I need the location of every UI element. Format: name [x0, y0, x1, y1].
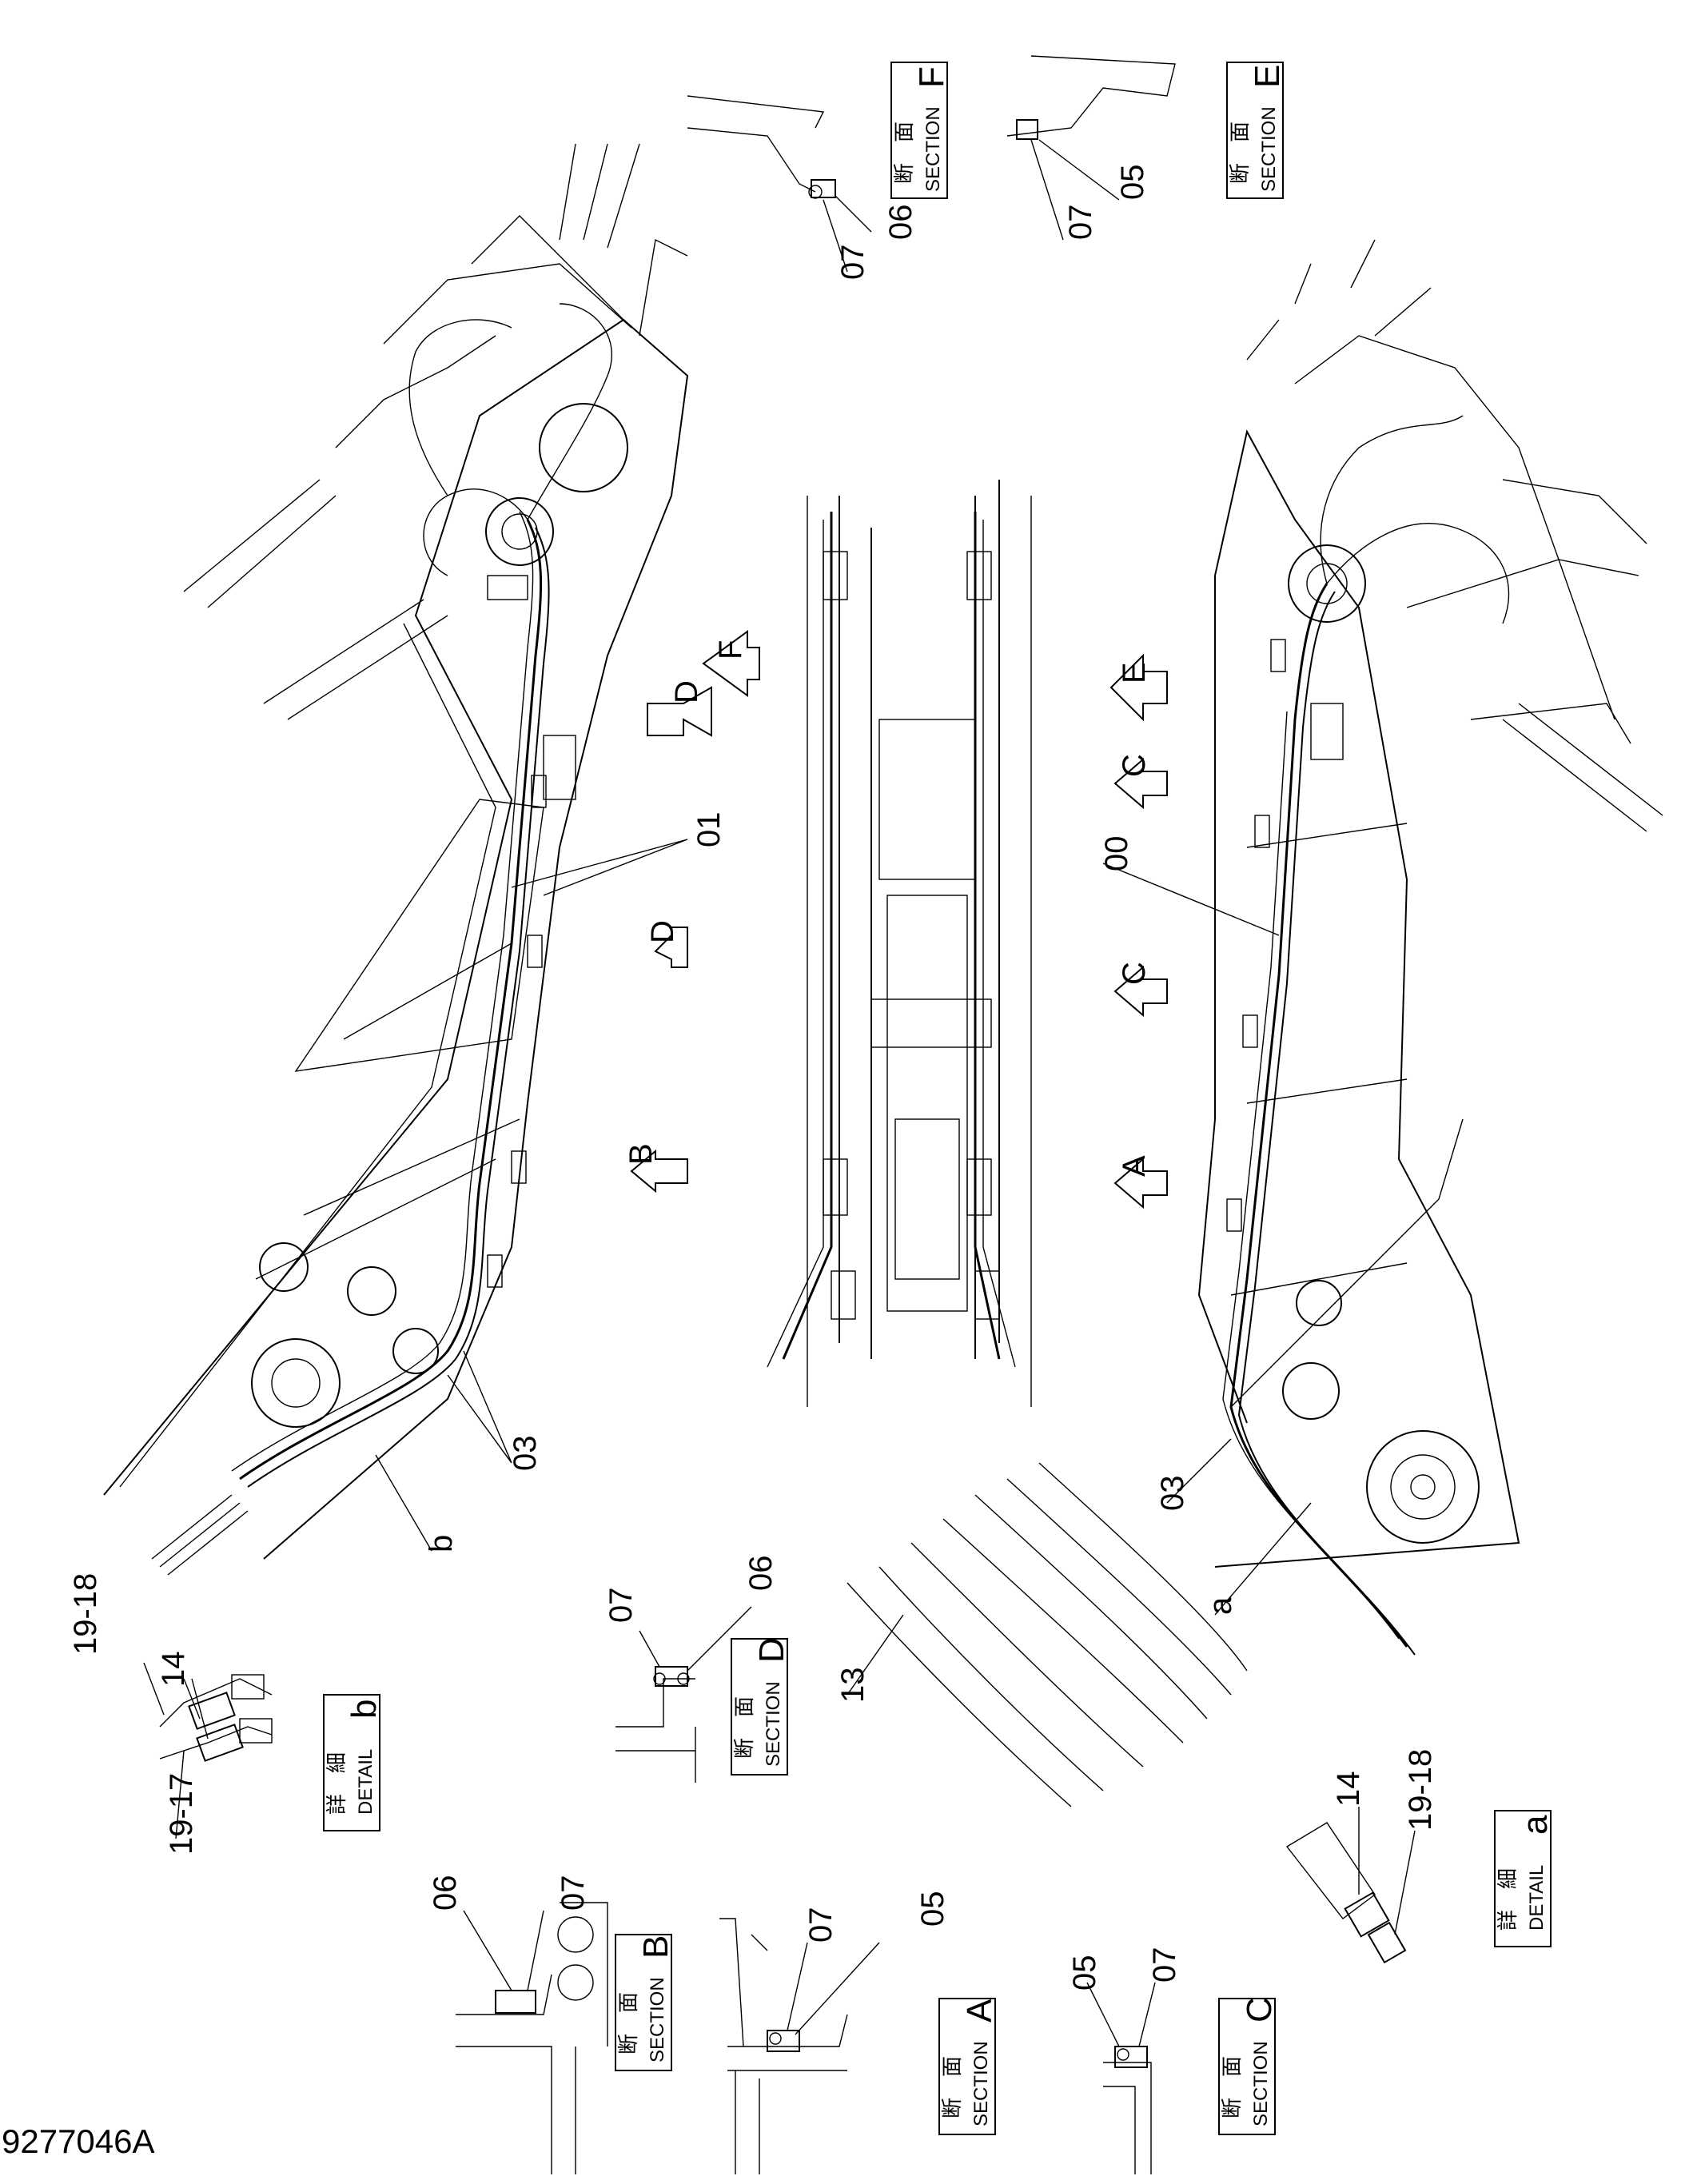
- lower-center-detail: [847, 1462, 1248, 1807]
- callout-00: 00: [1099, 836, 1134, 872]
- callout-07-D: 07: [604, 1588, 639, 1624]
- detail-a-view: 14 19-18 詳 細 DETAIL a: [1285, 1749, 1555, 1964]
- section-A-en: SECTION: [970, 2041, 992, 2126]
- arrow-B: [630, 1149, 688, 1194]
- right-boom-structure: [1197, 239, 1663, 1568]
- callout-19-18-a: 19-18: [1403, 1749, 1438, 1831]
- right-hose-bundle: [1222, 415, 1510, 1656]
- arrow-D1: [647, 686, 712, 737]
- arrow-E: [1109, 653, 1168, 722]
- section-D-jp: 断 面: [732, 1696, 756, 1759]
- arrow-B-letter: B: [623, 1143, 659, 1165]
- section-C-letter: C: [1240, 1997, 1279, 2023]
- view-arrows: D F D B E C C A: [623, 630, 1168, 1210]
- detail-b-view: 19-18 14 19-17 詳 細 DETAIL b: [68, 1573, 384, 1855]
- callout-19-18-b: 19-18: [68, 1573, 103, 1655]
- drawing-code: 9277046A: [2, 2122, 155, 2160]
- callout-07-E: 07: [1063, 205, 1098, 241]
- section-F-label-box: [890, 62, 948, 199]
- section-D-view: 07 06 断 面 SECTION D: [604, 1556, 791, 1783]
- callout-14-b: 14: [156, 1652, 191, 1688]
- detail-a-jp: 詳 細: [1496, 1868, 1520, 1931]
- callouts: 01 00 03 03 b a 13: [375, 812, 1312, 1704]
- callout-03-right: 03: [1155, 1476, 1190, 1512]
- section-E-label-box: [1226, 62, 1284, 199]
- callout-03-left: 03: [508, 1436, 543, 1472]
- callout-06-F: 06: [883, 205, 918, 241]
- section-D-en: SECTION: [763, 1681, 784, 1767]
- detail-b-letter: b: [345, 1700, 384, 1719]
- section-F-en: SECTION: [922, 106, 944, 192]
- callout-07-F: 07: [835, 245, 870, 281]
- callout-06-B: 06: [428, 1875, 463, 1911]
- callout-05-C: 05: [1067, 1955, 1102, 1991]
- section-B-jp: 断 面: [616, 1992, 640, 2054]
- callout-07-C: 07: [1147, 1947, 1182, 1983]
- detail-b-jp: 詳 細: [325, 1752, 349, 1815]
- callout-05-A: 05: [915, 1891, 950, 1927]
- section-B-en: SECTION: [647, 1977, 668, 2062]
- callout-a: a: [1203, 1596, 1238, 1615]
- section-E-jp: 断 面: [1228, 122, 1252, 184]
- arrow-A: [1113, 1157, 1168, 1210]
- arrow-D1-letter: D: [669, 680, 704, 703]
- section-C-view: 05 07 断 面 SECTION C: [1067, 1947, 1279, 2174]
- callout-19-17-b: 19-17: [164, 1773, 199, 1855]
- arrow-E-letter: E: [1117, 662, 1152, 683]
- section-F-jp: 断 面: [892, 122, 916, 184]
- detail-a-letter: a: [1516, 1815, 1555, 1835]
- callout-07-B: 07: [556, 1875, 591, 1911]
- arrow-C1-letter: C: [1117, 754, 1152, 777]
- section-E-letter: E: [1248, 65, 1287, 88]
- section-C-label-box: [1218, 1998, 1276, 2135]
- section-F-letter: F: [912, 66, 951, 88]
- section-B-label-box: [615, 1934, 672, 2071]
- arrow-C1: [1113, 757, 1168, 810]
- callout-06-D: 06: [743, 1556, 779, 1592]
- section-F-view: 07 06 断 面 SECTION F: [687, 62, 951, 280]
- section-A-label-box: [938, 1998, 996, 2135]
- arrow-C2: [1113, 965, 1168, 1018]
- center-boom-structure: [767, 480, 1032, 1407]
- section-A-letter: A: [960, 1999, 999, 2023]
- arrow-F: [702, 630, 760, 697]
- callout-13: 13: [835, 1668, 870, 1704]
- detail-b-label-box: [323, 1694, 380, 1831]
- section-D-label-box: [731, 1638, 788, 1775]
- callout-14-a: 14: [1331, 1772, 1366, 1807]
- detail-a-label-box: [1494, 1810, 1552, 1947]
- section-A-view: 07 05 断 面 SECTION A: [719, 1891, 999, 2174]
- arrow-A-letter: A: [1117, 1155, 1152, 1177]
- section-B-letter: B: [636, 1935, 675, 1959]
- callout-05-E: 05: [1115, 165, 1150, 201]
- section-A-jp: 断 面: [940, 2056, 964, 2118]
- section-C-en: SECTION: [1250, 2041, 1272, 2126]
- callout-b: b: [424, 1535, 459, 1552]
- callout-07-A: 07: [803, 1907, 839, 1943]
- arrow-D2-letter: D: [645, 920, 680, 943]
- arrow-C2-letter: C: [1117, 962, 1152, 985]
- detail-a-en: DETAIL: [1526, 1865, 1548, 1931]
- arrow-D2: [654, 927, 688, 968]
- section-E-view: 07 05 断 面 SECTION E: [1006, 55, 1287, 241]
- section-C-jp: 断 面: [1220, 2056, 1244, 2118]
- detail-b-en: DETAIL: [355, 1749, 376, 1815]
- section-E-en: SECTION: [1258, 106, 1280, 192]
- callout-01: 01: [691, 812, 727, 848]
- section-B-view: 06 07 断 面 SECTION B: [428, 1875, 675, 2174]
- arrow-F-letter: F: [713, 640, 748, 660]
- section-D-letter: D: [752, 1637, 791, 1663]
- left-boom-structure: [103, 143, 689, 1560]
- left-hose-bundle: [151, 303, 612, 1576]
